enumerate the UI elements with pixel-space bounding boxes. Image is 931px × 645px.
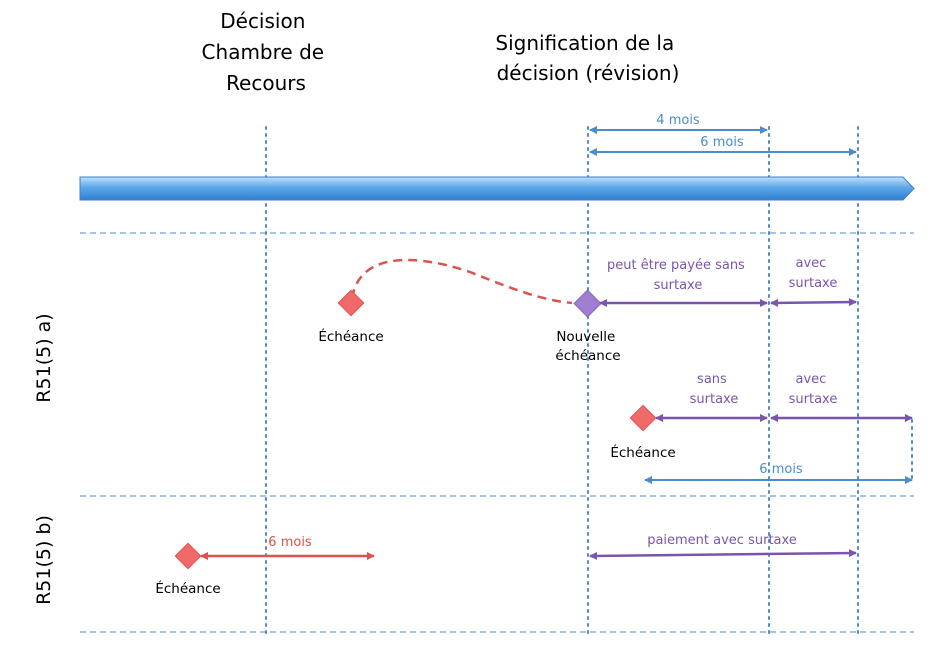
label-6-months-lower: 6 mois bbox=[759, 462, 803, 477]
nouvelle-echeance-line-2: échéance bbox=[555, 348, 620, 364]
label-avec-surtaxe-1: avec surtaxe bbox=[789, 256, 838, 291]
deadline-shift-curve bbox=[350, 258, 573, 305]
arrow-paiement-avec-surtaxe bbox=[589, 549, 857, 560]
echeance-label-3: Échéance bbox=[155, 580, 220, 597]
label-avec-surtaxe-1-line-1: avec bbox=[796, 256, 827, 271]
nouvelle-echeance-line-1: Nouvelle bbox=[556, 329, 615, 345]
label-avec-surtaxe-2: avec surtaxe bbox=[789, 372, 838, 407]
label-sans-surtaxe-long-line-2: surtaxe bbox=[654, 278, 703, 293]
vertical-guides bbox=[265, 126, 913, 634]
arrow-avec-surtaxe-1 bbox=[770, 298, 857, 307]
decision-header-line-1: Décision bbox=[220, 9, 305, 33]
row-separators bbox=[80, 232, 914, 633]
deadline-diamond-icon-3 bbox=[174, 542, 202, 570]
label-avec-surtaxe-2-line-1: avec bbox=[796, 372, 827, 387]
label-paiement-avec-surtaxe: paiement avec surtaxe bbox=[647, 533, 797, 548]
timeline-bar bbox=[79, 176, 915, 201]
decision-header-line-3: Recours bbox=[226, 71, 306, 95]
label-sans-surtaxe-long-line-1: peut être payée sans bbox=[607, 258, 745, 273]
decision-header: Décision Chambre de Recours bbox=[202, 9, 331, 95]
label-sans-surtaxe-short: sans surtaxe bbox=[690, 372, 739, 407]
label-sans-surtaxe-short-line-1: sans bbox=[697, 372, 727, 387]
row-b-label: R51(5) b) bbox=[33, 515, 55, 605]
deadline-diamond-icon bbox=[337, 289, 365, 317]
signification-header-line-2: décision (révision) bbox=[497, 61, 680, 85]
signification-header-line-1: Signification de la bbox=[495, 31, 674, 55]
label-6-months-b: 6 mois bbox=[268, 535, 312, 550]
label-avec-surtaxe-2-line-2: surtaxe bbox=[789, 392, 838, 407]
echeance-label-2: Échéance bbox=[610, 444, 675, 461]
new-deadline-diamond-icon bbox=[573, 289, 602, 318]
decision-header-line-2: Chambre de bbox=[202, 40, 325, 64]
label-sans-surtaxe-short-line-2: surtaxe bbox=[690, 392, 739, 407]
echeance-label-1: Échéance bbox=[318, 328, 383, 345]
row-a-label: R51(5) a) bbox=[33, 313, 55, 402]
signification-header: Signification de la décision (révision) bbox=[495, 31, 680, 85]
label-sans-surtaxe-long: peut être payée sans surtaxe bbox=[607, 258, 749, 293]
label-6-months: 6 mois bbox=[700, 135, 744, 150]
label-avec-surtaxe-1-line-2: surtaxe bbox=[789, 276, 838, 291]
label-4-months: 4 mois bbox=[656, 113, 700, 128]
deadline-diamond-icon-2 bbox=[629, 404, 657, 432]
nouvelle-echeance-label: Nouvelle échéance bbox=[555, 329, 620, 364]
